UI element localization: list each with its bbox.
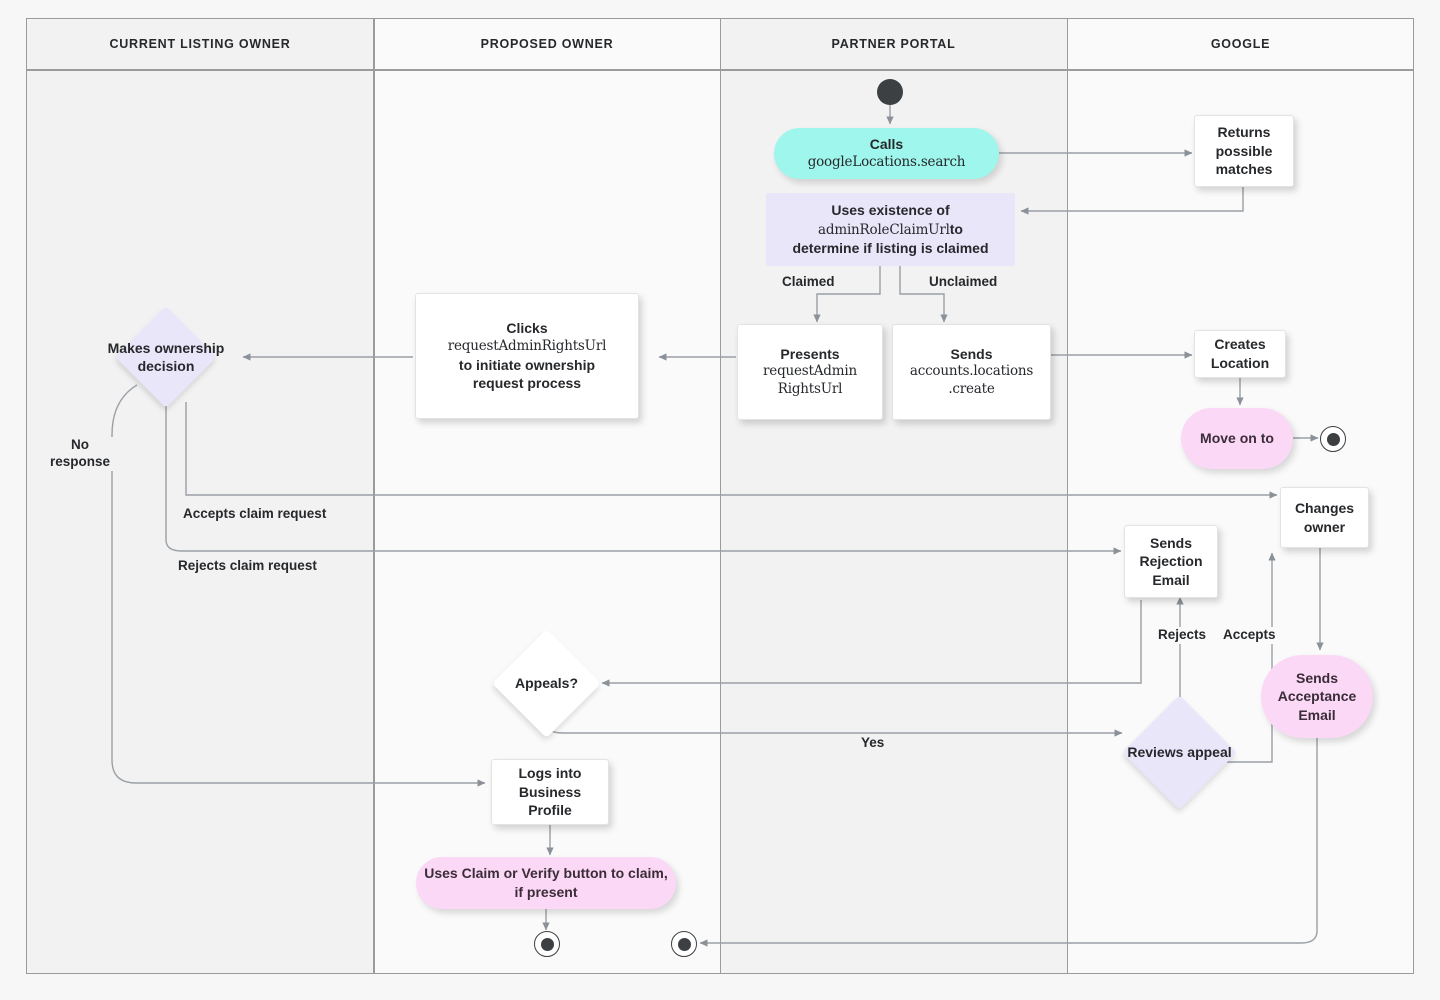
lane-divider-1 — [373, 19, 375, 973]
edge-label-rejects-claim-request: Rejects claim request — [175, 558, 320, 575]
edge-label-yes: Yes — [858, 735, 888, 752]
node-presents-line2: requestAdmin — [763, 363, 857, 380]
node-appeals-label: Appeals? — [514, 675, 578, 692]
edge-label-unclaimed: Unclaimed — [926, 274, 1001, 291]
node-makes-ownership-decision[interactable]: Makes ownership decision — [108, 306, 224, 408]
node-sends-rejection-email[interactable]: Sends Rejection Email — [1124, 525, 1218, 598]
node-presents-line1: Presents — [780, 345, 840, 362]
node-sends-line1: Sends — [950, 345, 993, 362]
node-clicks-line4: request process — [472, 375, 582, 392]
node-clicks-line2: requestAdminRightsUrl — [447, 337, 607, 354]
node-uses-claim-or-verify-label: Uses Claim or Verify button to claim, if… — [424, 865, 668, 900]
node-calls-line2: googleLocations.search — [807, 153, 966, 170]
edge-label-accepts-claim-request: Accepts claim request — [180, 506, 330, 523]
lane-body-current-listing-owner — [27, 19, 373, 973]
node-returns-label: Returns possible matches — [1215, 124, 1273, 178]
node-presents-line3: RightsUrl — [777, 381, 843, 398]
node-uses-claim-or-verify-button[interactable]: Uses Claim or Verify button to claim, if… — [416, 857, 676, 909]
node-creates-location[interactable]: Creates Location — [1194, 330, 1286, 378]
node-sends-acceptance-email-label: Sends Acceptance Email — [1277, 669, 1357, 723]
start-node — [877, 79, 903, 105]
node-creates-location-label: Creates Location — [1210, 336, 1270, 371]
node-makes-ownership-decision-label: Makes ownership decision — [107, 339, 225, 374]
node-sends-rejection-email-label: Sends Rejection Email — [1139, 534, 1203, 588]
node-clicks-line3: to initiate ownership — [458, 356, 596, 373]
lane-divider-2 — [719, 19, 721, 973]
lane-title-proposed-owner: Proposed owner — [480, 37, 614, 51]
node-clicks-requestadminrightsurl[interactable]: Clicks requestAdminRightsUrl to initiate… — [415, 293, 639, 419]
lane-body-proposed-owner — [375, 19, 720, 973]
node-reviews-appeal-label: Reviews appeal — [1127, 744, 1232, 761]
node-move-on-to-label: Move on to — [1200, 430, 1274, 447]
edge-label-claimed: Claimed — [779, 274, 838, 291]
node-move-on-to[interactable]: Move on to — [1181, 408, 1293, 469]
node-returns-possible-matches[interactable]: Returns possible matches — [1194, 115, 1294, 187]
node-uses-existence-of-adminroleclaimurl[interactable]: Uses existence of adminRoleClaimUrlto de… — [766, 193, 1015, 266]
lane-title-current-listing-owner: Current listing owner — [109, 37, 291, 51]
node-changes-owner[interactable]: Changes owner — [1280, 487, 1369, 548]
lane-title-google: Google — [1210, 37, 1271, 51]
edge-label-accepts: Accepts — [1220, 627, 1279, 644]
lane-divider-3 — [1066, 19, 1068, 973]
end-node-google — [1320, 426, 1346, 452]
node-changes-owner-label: Changes owner — [1294, 499, 1355, 535]
edge-label-no-response: No response — [40, 437, 120, 471]
end-node-partner-portal — [671, 931, 697, 957]
node-clicks-line1: Clicks — [506, 320, 548, 337]
node-reviews-appeal[interactable]: Reviews appeal — [1122, 695, 1237, 810]
node-calls-line1: Calls — [869, 136, 904, 153]
node-sends-accounts-locations-create[interactable]: Sends accounts.locations .create — [892, 324, 1051, 420]
node-sends-line2: accounts.locations — [909, 363, 1034, 380]
node-calls-googlelocations-search[interactable]: Calls googleLocations.search — [774, 128, 999, 179]
node-sends-acceptance-email[interactable]: Sends Acceptance Email — [1261, 655, 1373, 738]
node-uses-line3: to — [949, 220, 963, 237]
node-logs-into-business-profile-label: Logs into Business Profile — [518, 765, 582, 819]
node-uses-line1: Uses existence of — [831, 201, 950, 218]
node-presents-requestadminrightsurl[interactable]: Presents requestAdmin RightsUrl — [737, 324, 883, 420]
node-sends-line3: .create — [948, 381, 995, 398]
end-node-proposed-owner — [534, 931, 560, 957]
node-uses-line2: adminRoleClaimUrl — [818, 221, 950, 238]
node-appeals[interactable]: Appeals? — [492, 629, 601, 738]
edge-label-rejects: Rejects — [1155, 627, 1210, 644]
node-uses-line4: determine if listing is claimed — [792, 240, 989, 257]
node-logs-into-business-profile[interactable]: Logs into Business Profile — [491, 759, 609, 825]
lane-title-partner-portal: Partner portal — [831, 37, 956, 51]
